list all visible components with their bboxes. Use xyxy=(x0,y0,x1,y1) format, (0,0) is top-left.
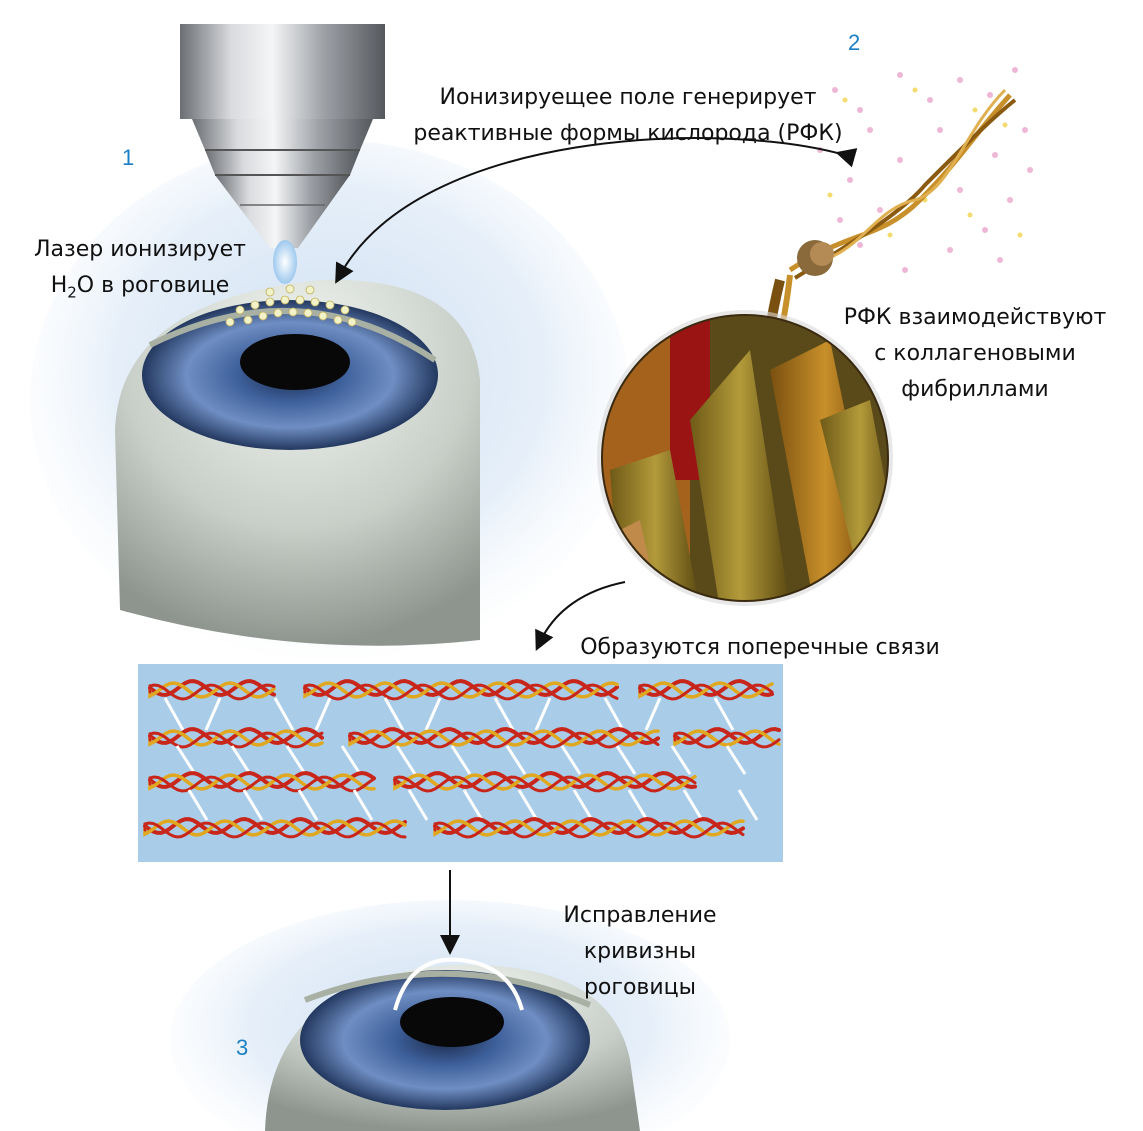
collagen-fiber-strand xyxy=(673,729,781,747)
crosslink-bond xyxy=(737,789,759,821)
collagen-fiber-strand xyxy=(148,731,324,749)
collagen-fiber-strand xyxy=(148,773,376,791)
laser-line2: H2O в роговице xyxy=(20,268,260,310)
laser-line2-sub: 2 xyxy=(67,283,77,302)
ionizing-field-line1: Ионизируещее поле генерирует xyxy=(439,85,817,110)
collagen-fiber-strand xyxy=(143,816,407,836)
crosslink-bond xyxy=(187,789,209,821)
crosslink-bond xyxy=(644,697,662,731)
correction-line3: роговицы xyxy=(583,975,697,1000)
correction-line2: кривизны xyxy=(583,939,697,964)
crosslink-bond xyxy=(450,745,472,775)
collagen-fiber-strand xyxy=(393,770,697,790)
step-number-1: 1 xyxy=(122,145,135,170)
laser-nozzle xyxy=(180,24,385,284)
rfk-label: РФК взаимодействуют с коллагеновыми фибр… xyxy=(825,300,1125,408)
collagen-fiber-strand xyxy=(303,678,619,698)
rfk-line2: с коллагеновыми xyxy=(874,341,1076,366)
crosslink-bond xyxy=(383,697,405,731)
crosslink-bond xyxy=(352,789,374,821)
collagen-fiber-strand xyxy=(433,821,745,839)
laser-label: Лазер ионизирует H2O в роговице xyxy=(20,232,260,310)
crosslink-bond xyxy=(627,789,649,821)
crosslink-bond xyxy=(407,789,429,821)
laser-line2-prefix: H xyxy=(50,273,68,298)
crosslink-bond xyxy=(725,745,747,775)
crosslink-panel xyxy=(138,664,783,862)
collagen-fiber-strand xyxy=(303,683,619,701)
collagen-fiber-strand xyxy=(148,683,276,701)
crosslink-bond xyxy=(297,789,319,821)
crosslink-bond xyxy=(273,697,295,731)
crosslink-bond xyxy=(534,697,552,731)
crosslink-bond xyxy=(175,745,197,775)
collagen-fiber-strand xyxy=(638,681,774,699)
collagen-fiber-strand xyxy=(148,775,376,793)
crosslink-bond xyxy=(314,697,332,731)
collagen-fiber-strand xyxy=(393,775,697,793)
eye-bottom xyxy=(265,957,640,1131)
collagen-fiber-strand xyxy=(638,683,774,701)
crosslink-bond xyxy=(204,697,222,731)
collagen-fiber-strand xyxy=(673,731,781,749)
crosslink-bond xyxy=(603,697,625,731)
crosslink-bond xyxy=(713,697,735,731)
arrow-circle-to-crosslinks xyxy=(535,581,626,652)
crosslink-bond xyxy=(462,789,484,821)
collagen-fiber-strand xyxy=(143,819,407,837)
crosslink-bond xyxy=(230,745,252,775)
step-number-2: 2 xyxy=(848,30,861,55)
crosslink-bond xyxy=(163,697,185,731)
ionizing-field-line2: реактивные формы кислорода (РФК) xyxy=(413,121,843,146)
crosslink-bond xyxy=(572,789,594,821)
collagen-fiber-strand xyxy=(148,681,276,699)
step-number-3: 3 xyxy=(236,1035,249,1060)
crosslink-bond xyxy=(395,745,417,775)
crosslink-bond xyxy=(340,745,362,775)
arrow-ros-to-eye xyxy=(335,137,858,284)
eye-top xyxy=(115,279,480,646)
rfk-line3: фибриллами xyxy=(901,377,1049,402)
ionizing-field-label: Ионизируещее поле генерирует реактивные … xyxy=(388,80,868,152)
correction-label: Исправление кривизны роговицы xyxy=(535,898,745,1006)
crosslink-bond xyxy=(682,789,704,821)
crosslink-bond xyxy=(285,745,307,775)
collagen-fiber-strand xyxy=(303,681,619,699)
crosslink-bond xyxy=(560,745,582,775)
rfk-line1: РФК взаимодействуют xyxy=(843,305,1107,330)
crosslink-bond xyxy=(615,745,637,775)
collagen-fiber-strand xyxy=(148,729,324,747)
collagen-fiber-strand xyxy=(143,821,407,839)
corrected-curvature-arc xyxy=(393,957,524,1011)
crosslink-bond xyxy=(517,789,539,821)
crosslink-bond xyxy=(670,745,692,775)
collagen-fiber-strand xyxy=(348,731,660,749)
laser-line1: Лазер ионизирует xyxy=(34,237,246,262)
crosslink-bond xyxy=(493,697,515,731)
crosslink-bond xyxy=(505,745,527,775)
laser-line2-suffix: O в роговице xyxy=(76,273,230,298)
crosslink-bond xyxy=(242,789,264,821)
collagen-fiber-strand xyxy=(348,729,660,747)
crosslinks-label: Образуются поперечные связи xyxy=(580,635,940,660)
correction-line1: Исправление xyxy=(563,903,717,928)
fiber-rows xyxy=(143,678,781,839)
crosslink-bond xyxy=(424,697,442,731)
collagen-fiber-strand xyxy=(638,678,774,698)
collagen-fiber-strand xyxy=(433,819,745,837)
collagen-fiber-strand xyxy=(393,773,697,791)
